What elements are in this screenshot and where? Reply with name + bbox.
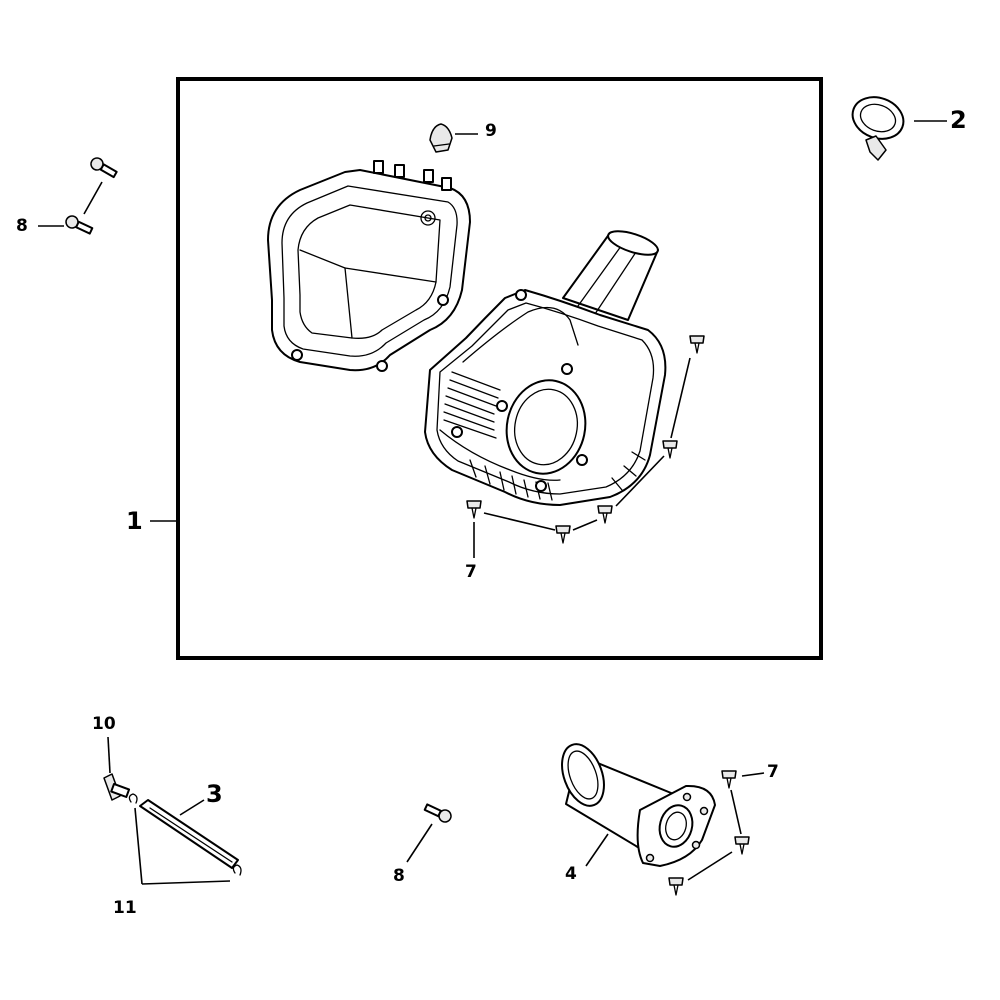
bolts-part-8-left: [65, 157, 118, 235]
hose-part-3: [139, 799, 239, 869]
screws-part-7-housing: [466, 335, 705, 544]
callout-9: 9: [485, 121, 497, 141]
filter-housing: [424, 230, 667, 506]
callout-7-housing: 7: [465, 562, 477, 582]
leader-11-a: [134, 807, 143, 885]
callout-4: 4: [565, 864, 577, 884]
leader-10: [107, 736, 111, 774]
screws-part-7-bottom: [668, 770, 750, 896]
filter-cover: [267, 160, 471, 372]
leader-8-left-a: [83, 181, 103, 215]
leader-7-bottom-a: [741, 772, 765, 777]
callout-2: 2: [950, 106, 967, 134]
leader-3: [179, 799, 205, 816]
callout-1: 1: [126, 507, 143, 535]
leader-7-bottom-b: [730, 789, 742, 835]
leader-8-bottom: [406, 823, 433, 863]
callout-7-bottom: 7: [767, 762, 779, 782]
plug-part-9: [429, 123, 453, 153]
callout-10: 10: [92, 714, 116, 734]
leaders-7-housing: [473, 357, 691, 558]
leader-11-b: [141, 880, 231, 885]
callout-11: 11: [113, 898, 137, 918]
bolt-part-8-bottom: [423, 803, 452, 823]
clamp-part-2: [851, 96, 905, 161]
callout-3: 3: [206, 780, 223, 808]
leader-7-bottom-c: [687, 851, 733, 881]
filter-element-part-4: [561, 743, 716, 867]
callout-8-left: 8: [16, 216, 28, 236]
callout-8-bottom: 8: [393, 866, 405, 886]
assembly-frame: [176, 77, 823, 660]
fitting-part-10: [103, 773, 131, 801]
clips-part-11: [128, 793, 242, 876]
leader-4: [585, 833, 609, 867]
